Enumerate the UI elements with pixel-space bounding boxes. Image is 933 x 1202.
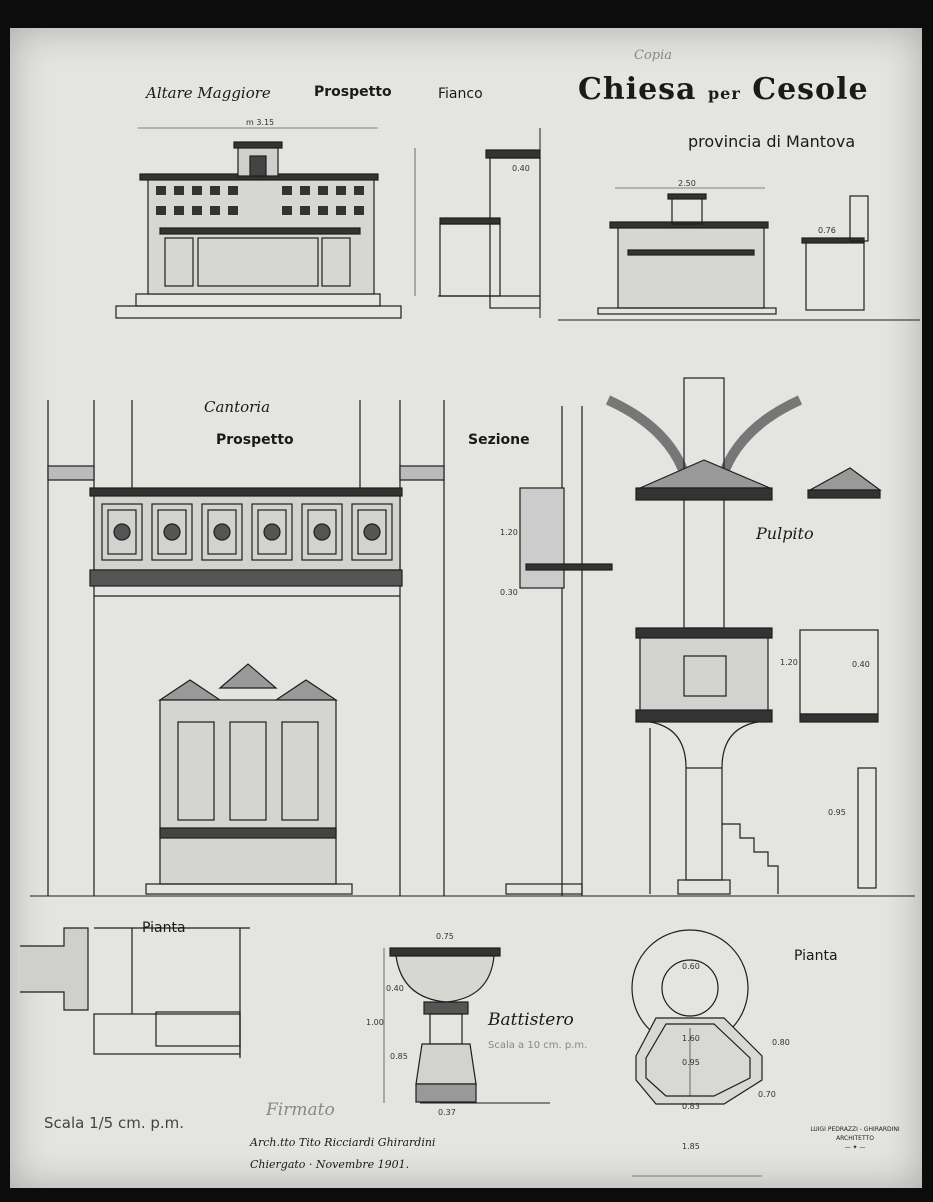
altar-width-dim-2: 2.50	[678, 179, 696, 188]
altar-ornament	[300, 206, 310, 215]
choir-loft-title: Cantoria	[204, 398, 271, 416]
signature-line-1: Arch.tto Tito Ricciardi Ghirardini	[250, 1136, 436, 1149]
altar-title: Altare Maggiore	[146, 84, 271, 102]
drawing-title: Chiesa per Cesole	[578, 72, 869, 107]
pulpit-dim-3: 0.95	[828, 808, 846, 817]
altar-width-dim: m 3.15	[246, 118, 275, 127]
pulpit-elevation	[605, 377, 882, 895]
choir-loft-panel	[351, 503, 393, 561]
organ-case	[145, 663, 353, 895]
plan-left-title: Pianta	[142, 920, 186, 936]
altar-side-elevation	[414, 148, 541, 309]
choir-loft-front-label: Prospetto	[216, 432, 294, 448]
baptistery-height-dim: 1.00	[366, 1018, 384, 1027]
drawing-sheet: Copia Chiesa per Cesole provincia di Man…	[10, 28, 922, 1188]
pulpit-dim-1: 0.40	[852, 660, 870, 669]
altar-side-label: Fianco	[438, 86, 483, 102]
baptistery-bowl-dim: 0.40	[386, 984, 404, 993]
altar-ornament	[174, 186, 184, 195]
altar-ornament	[282, 206, 292, 215]
baptistery-elevation	[383, 947, 501, 1103]
pulpit-title: Pulpito	[756, 524, 814, 543]
baptistery-top-dim: 0.75	[436, 932, 454, 941]
plan-dim-side: 0.70	[758, 1090, 776, 1099]
title-main: Chiesa	[578, 72, 697, 107]
plan-dim-total: 1.85	[682, 1142, 700, 1151]
altar-ornament	[318, 206, 328, 215]
plan-right-title: Pianta	[794, 948, 838, 964]
baptistery-height-dim-2: 0.85	[390, 1052, 408, 1061]
stamp-name: LUIGI PEDRAZZI - GHIRARDINI	[810, 1126, 900, 1133]
altar-ornament	[282, 186, 292, 195]
choir-loft-height-dim-2: 0.30	[500, 588, 518, 597]
architect-stamp: LUIGI PEDRAZZI - GHIRARDINI ARCHITETTO —…	[810, 1126, 900, 1151]
altar-front-elevation-small	[597, 187, 869, 315]
altar-ornament	[210, 186, 220, 195]
altar-ornament	[336, 206, 346, 215]
plan-left	[20, 927, 250, 1058]
altar-side-dim: 0.40	[512, 164, 530, 173]
choir-loft-panel	[251, 503, 293, 561]
title-per: per	[707, 84, 741, 103]
plan-dim-right: 0.80	[772, 1038, 790, 1047]
altar-ornament	[192, 186, 202, 195]
altar-ornament	[192, 206, 202, 215]
altar-ornament-squares	[156, 186, 364, 215]
choir-loft-panel	[101, 503, 143, 561]
plan-dim-lower: 0.95	[682, 1058, 700, 1067]
altar-ornament	[300, 186, 310, 195]
pulpit-plan	[631, 929, 763, 1177]
baptistery-bottom-dim: 0.37	[438, 1108, 456, 1117]
altar-ornament	[336, 186, 346, 195]
altar-ornament	[210, 206, 220, 215]
altar-front-label: Prospetto	[314, 84, 392, 100]
architectural-drawings	[20, 127, 920, 1177]
baptistery-scale: Scala a 10 cm. p.m.	[488, 1040, 588, 1051]
signed-mark: Firmato	[266, 1100, 335, 1120]
altar-ornament	[156, 206, 166, 215]
choir-loft-elevation	[47, 400, 445, 896]
altar-front-elevation	[115, 127, 402, 319]
plan-dim-mid: 1.60	[682, 1034, 700, 1043]
scale-note: Scala 1/5 cm. p.m.	[44, 1114, 185, 1132]
baptistery-title: Battistero	[488, 1010, 574, 1030]
title-place: Cesole	[752, 72, 869, 107]
altar-ornament	[228, 186, 238, 195]
altar-ornament	[228, 206, 238, 215]
altar-ornament	[354, 186, 364, 195]
altar-ornament	[318, 186, 328, 195]
choir-loft-panel	[301, 503, 343, 561]
choir-loft-height-dim: 1.20	[500, 528, 518, 537]
drawing-subtitle: provincia di Mantova	[688, 132, 856, 151]
stamp-role: ARCHITETTO	[836, 1135, 874, 1142]
altar-side-dim-2: 0.76	[818, 226, 836, 235]
choir-loft-panels	[101, 503, 393, 561]
plan-dim-base: 0.83	[682, 1102, 700, 1111]
choir-loft-panel	[201, 503, 243, 561]
copy-mark: Copia	[634, 48, 673, 63]
pulpit-dim-2: 1.20	[780, 658, 798, 667]
choir-loft-section	[505, 406, 613, 896]
altar-ornament	[354, 206, 364, 215]
plan-dim-inner: 0.60	[682, 962, 700, 971]
signature-line-2: Chiergato · Novembre 1901.	[250, 1158, 410, 1171]
choir-loft-panel	[151, 503, 193, 561]
altar-ornament	[174, 206, 184, 215]
choir-loft-section-label: Sezione	[468, 432, 530, 448]
altar-ornament	[156, 186, 166, 195]
